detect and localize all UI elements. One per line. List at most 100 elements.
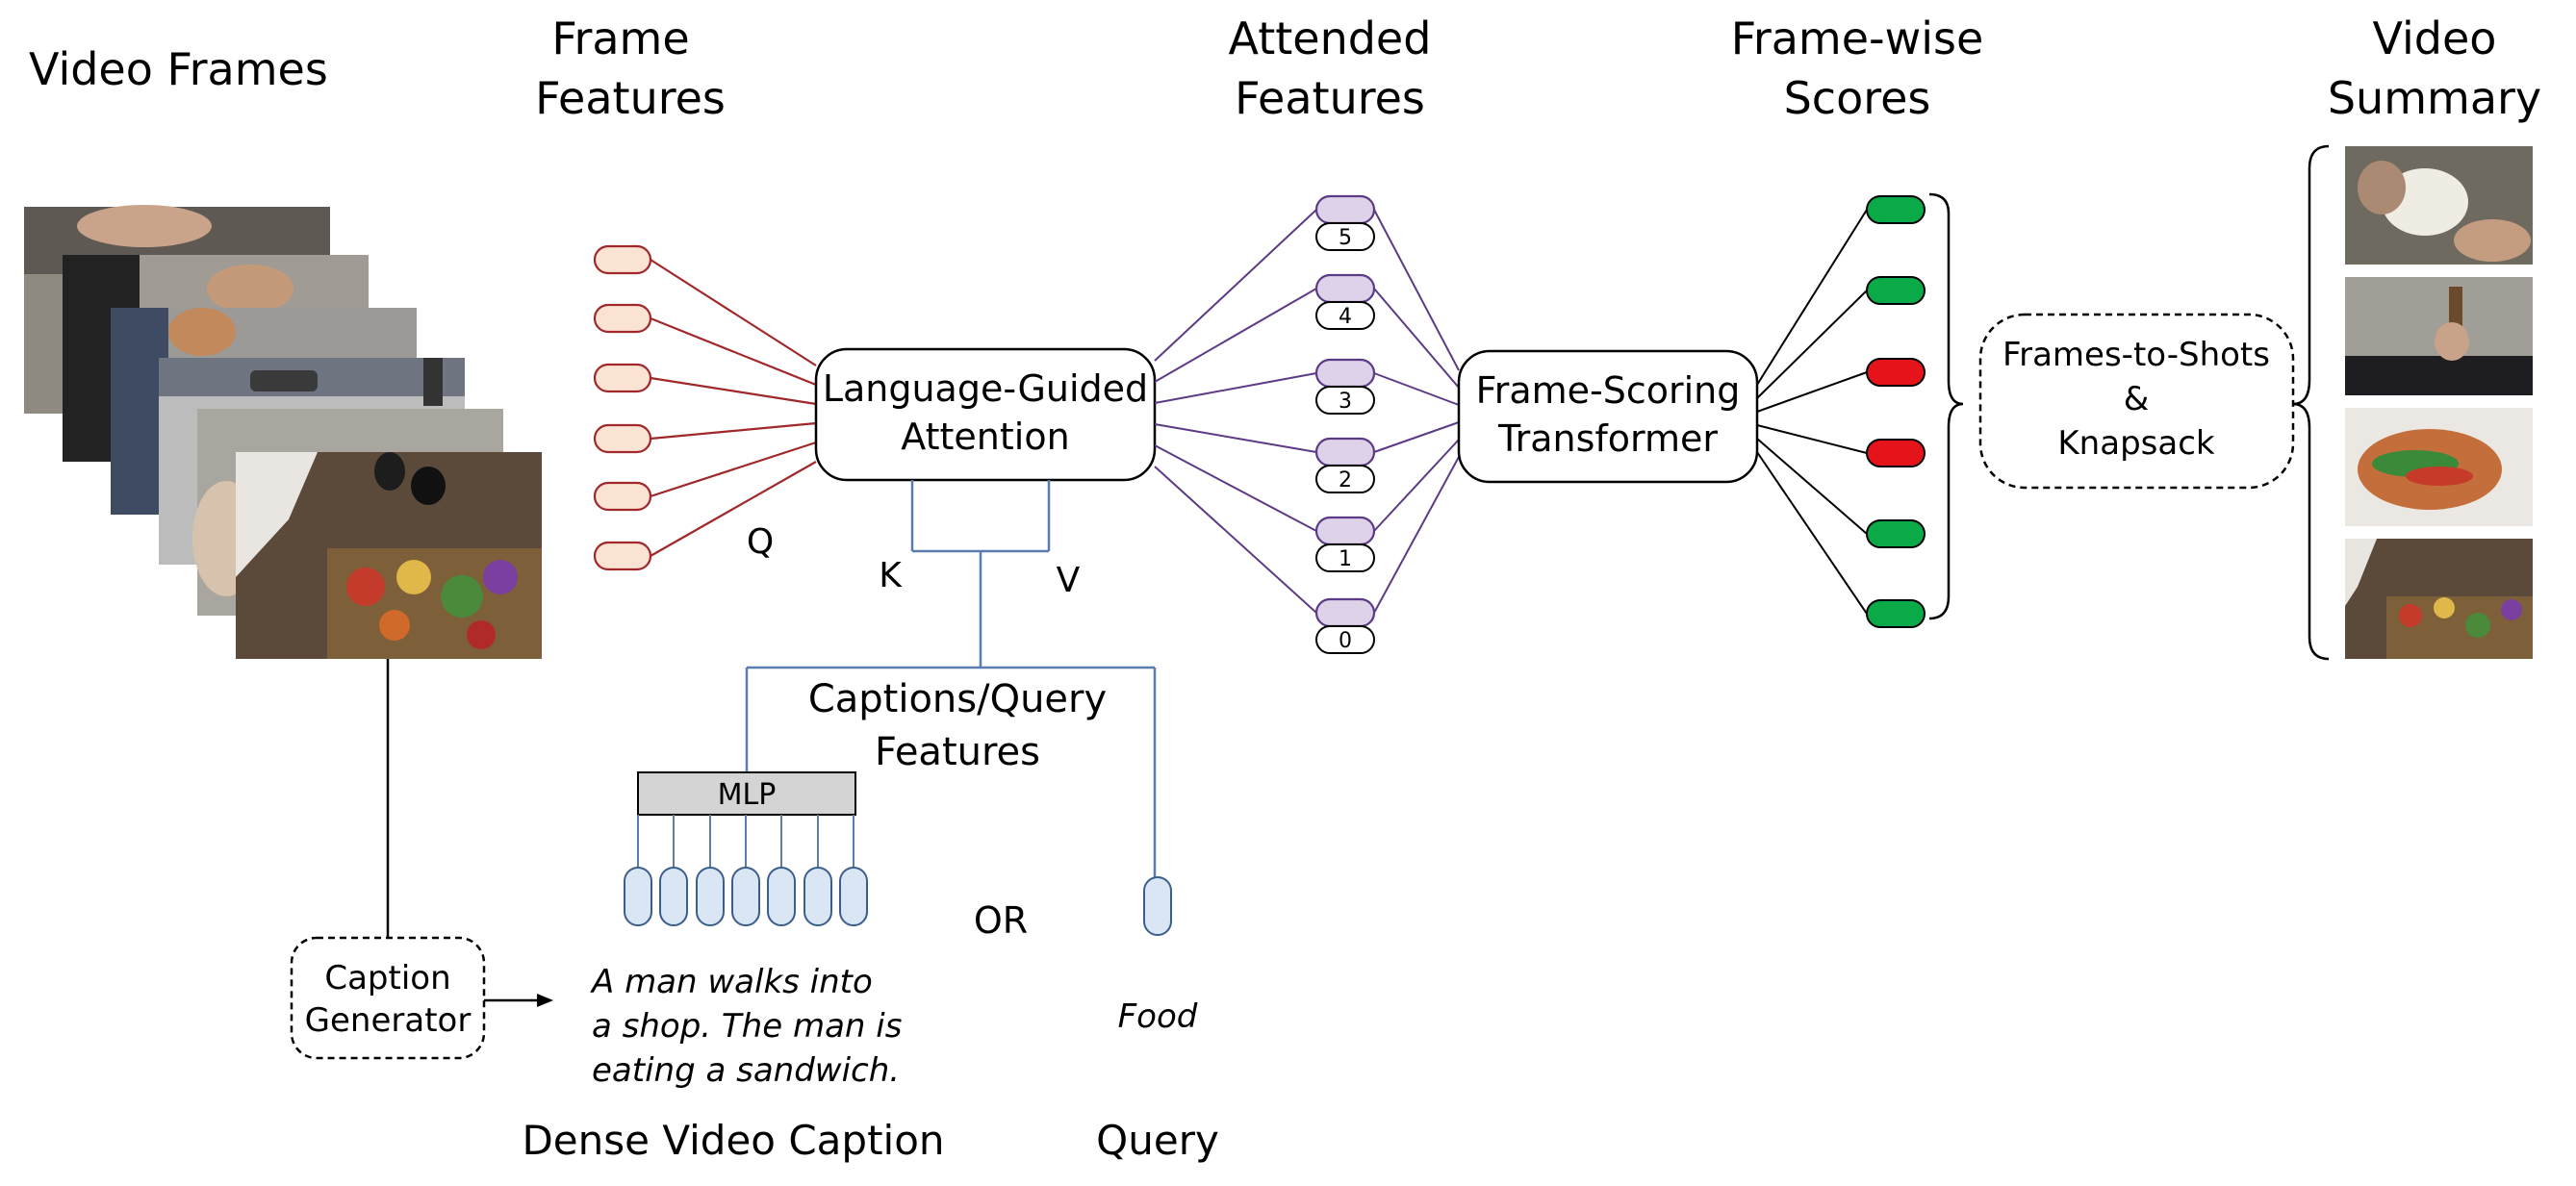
attended-features-title-2: Features	[1235, 72, 1425, 124]
caption-text-line-2: a shop. The man is	[592, 1007, 902, 1046]
score-token	[1866, 599, 1926, 628]
query-feature	[1143, 876, 1172, 936]
attended-feature-token	[1314, 437, 1376, 467]
mlp-label: MLP	[718, 778, 777, 812]
attended-feature-token	[1314, 273, 1376, 304]
attended-feature-token	[1314, 358, 1376, 389]
attended-index-badge	[1315, 465, 1375, 493]
caption-generator-box	[290, 936, 486, 1060]
f2s-label-3: Knapsack	[2057, 424, 2215, 463]
query-text: Food	[1118, 997, 1198, 1036]
lga-label: Language-Guided	[823, 367, 1148, 410]
q-label: Q	[747, 522, 774, 562]
frame-feature-connector	[650, 441, 817, 498]
caption-feature-token	[839, 867, 868, 926]
mlp-block	[637, 771, 856, 816]
attended-out-connector	[1373, 421, 1460, 453]
video-summary-title: Video	[2373, 13, 2497, 64]
attended-features-title: Attended	[1229, 13, 1432, 64]
frame-feature-token	[593, 541, 652, 571]
v-label: V	[1057, 561, 1081, 600]
summary-frame	[2345, 146, 2533, 265]
frame-feature-token	[593, 363, 652, 393]
score-connector	[1756, 451, 1868, 615]
caption-feature-token	[624, 867, 652, 926]
frame-feature-token	[593, 423, 652, 454]
dense-video-caption-label: Dense Video Caption	[522, 1117, 944, 1164]
video-frame	[236, 452, 542, 659]
caption-text-line-3: eating a sandwich.	[592, 1051, 900, 1090]
score-token	[1866, 276, 1926, 305]
fst-label: Frame-Scoring	[1476, 369, 1741, 412]
frame-feature-token	[593, 244, 652, 275]
attended-out-connector	[1373, 456, 1460, 614]
caption-feature-token	[696, 867, 725, 926]
lga-label-2: Attention	[901, 416, 1069, 458]
score-token	[1866, 358, 1926, 387]
frame-feature-connector	[650, 376, 817, 406]
frame-feature-token	[593, 303, 652, 334]
attended-in-connector	[1154, 423, 1317, 453]
captions-query-label-2: Features	[875, 730, 1040, 774]
video-summary	[2345, 146, 2533, 659]
scores-brace	[1928, 192, 1964, 620]
caption-generator-label: Caption	[324, 959, 450, 997]
attended-out-connector	[1373, 288, 1460, 389]
attended-out-connector	[1373, 439, 1460, 532]
attended-index-label: 0	[1339, 629, 1352, 653]
caption-features	[624, 867, 868, 926]
summary-frame	[2345, 277, 2533, 395]
attended-index-badge	[1315, 222, 1375, 251]
frame-feature-token	[593, 481, 652, 512]
score-connector	[1756, 424, 1868, 454]
frame-feature-connector	[650, 421, 817, 441]
summary-frame	[2345, 408, 2533, 526]
attended-index-badge	[1315, 625, 1375, 654]
score-connector	[1756, 290, 1868, 399]
attended-in-connector	[1154, 209, 1317, 362]
attended-index-badge	[1315, 386, 1375, 415]
f2s-label-2: &	[2124, 380, 2150, 418]
frame-feature-connector	[650, 461, 817, 557]
language-guided-attention-block	[814, 347, 1157, 482]
attended-index-label: 2	[1339, 468, 1352, 492]
attended-in-connector	[1154, 288, 1317, 383]
query-label: Query	[1096, 1117, 1219, 1164]
caption-text-line: A man walks into	[590, 963, 873, 1001]
attended-in-connector	[1154, 466, 1317, 614]
frame-features	[593, 244, 652, 571]
attended-out-connector	[1373, 372, 1460, 406]
frames-to-shots-box	[1978, 313, 2295, 490]
score-token	[1866, 195, 1926, 224]
attended-index-label: 5	[1339, 226, 1352, 250]
attended-out-connector	[1373, 209, 1460, 371]
frame-wise-scores-title-2: Scores	[1784, 72, 1931, 124]
attended-feature-token	[1314, 597, 1376, 628]
caption-feature-token	[659, 867, 688, 926]
frame-features-title: Frame	[551, 13, 689, 64]
score-connector	[1756, 438, 1868, 535]
video-summary-title-2: Summary	[2328, 72, 2541, 124]
attended-feature-token	[1314, 194, 1376, 225]
caption-feature-token	[731, 867, 760, 926]
attended-in-connector	[1154, 444, 1317, 532]
k-label: K	[879, 556, 903, 595]
fst-label-2: Transformer	[1497, 417, 1718, 460]
attended-feature-token	[1314, 516, 1376, 546]
summary-frame	[2345, 539, 2533, 659]
frame-wise-scores	[1866, 195, 1926, 628]
score-connector	[1756, 209, 1868, 386]
or-label: OR	[974, 899, 1028, 942]
captions-query-label: Captions/Query	[808, 677, 1107, 721]
caption-feature-token	[767, 867, 796, 926]
video-frames-title: Video Frames	[29, 43, 328, 95]
caption-generator-label-2: Generator	[305, 1001, 472, 1040]
attended-in-connector	[1154, 372, 1317, 404]
attended-index-badge	[1315, 301, 1375, 330]
attended-index-label: 1	[1339, 547, 1352, 571]
caption-feature-token	[803, 867, 832, 926]
frame-feature-connector	[650, 316, 817, 387]
video-frames-stack	[24, 205, 542, 659]
